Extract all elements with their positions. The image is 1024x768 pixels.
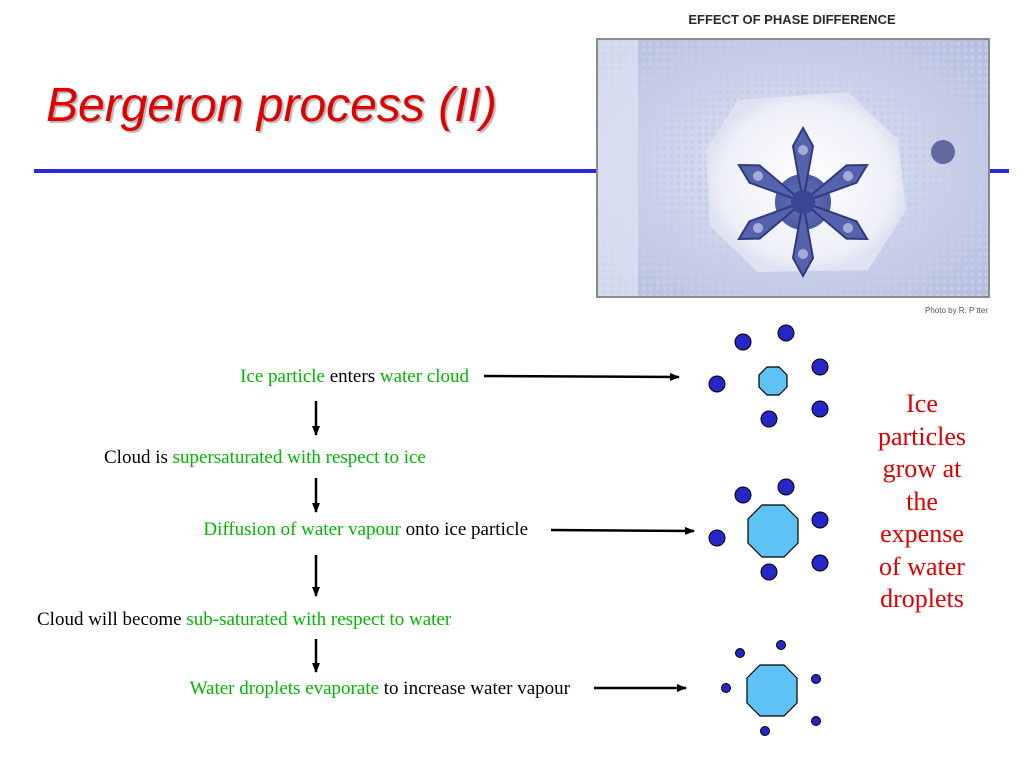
- water-droplet: [811, 674, 821, 684]
- stage-2-group: [708, 478, 829, 581]
- arrow-right-1: [483, 372, 680, 381]
- step-2-part-1: Cloud is: [104, 447, 173, 468]
- step-1-part-3: water cloud: [379, 366, 469, 387]
- step-5: Water droplets evaporate to increase wat…: [190, 678, 570, 700]
- water-droplet: [811, 554, 829, 572]
- water-droplet: [708, 529, 726, 547]
- ice-particle: [758, 366, 788, 396]
- ice-growth-note: Ice particles grow at the expense of wat…: [852, 388, 992, 616]
- step-4-part-1: Cloud will become: [37, 609, 187, 630]
- water-droplet: [776, 640, 786, 650]
- water-droplet: [811, 716, 821, 726]
- step-1-part-2: enters: [324, 366, 380, 387]
- step-4-part-2: sub-saturated with respect to water: [186, 609, 452, 630]
- water-droplet: [760, 563, 778, 581]
- water-droplet: [734, 486, 752, 504]
- water-droplet: [777, 324, 795, 342]
- note-line: expense: [880, 519, 964, 548]
- note-line: of water: [879, 551, 965, 581]
- photo-caption: EFFECT OF PHASE DIFFERENCE: [688, 12, 896, 27]
- step-4: Cloud will become sub-saturated with res…: [37, 609, 451, 631]
- slide-title: Bergeron process (II): [46, 79, 497, 132]
- step-3: Diffusion of water vapour onto ice parti…: [203, 519, 528, 541]
- water-droplet: [777, 478, 795, 496]
- stage-3-group: [721, 640, 821, 736]
- stage-1-group: [708, 324, 829, 428]
- note-line: particles: [877, 421, 967, 451]
- note-line: the: [906, 486, 938, 516]
- water-droplet: [708, 375, 726, 393]
- water-droplet: [760, 410, 778, 428]
- step-2-part-2: supersaturated with respect to ice: [172, 447, 426, 468]
- step-3-part-2: onto ice particle: [400, 519, 528, 540]
- step-3-part-1: Diffusion of water vapour: [203, 519, 401, 540]
- arrow-right-2: [550, 526, 695, 535]
- title-rule: [34, 169, 1009, 173]
- step-1-part-1: Ice particle: [240, 366, 325, 387]
- water-droplet: [721, 683, 731, 693]
- water-droplet: [760, 726, 770, 736]
- note-line: droplets: [880, 584, 964, 613]
- water-droplet: [811, 358, 829, 376]
- ice-particle: [747, 504, 799, 558]
- snowflake-photo: [596, 38, 990, 298]
- step-1: Ice particle enters water cloud: [240, 366, 469, 388]
- water-droplet: [734, 333, 752, 351]
- snowflake-image: [598, 40, 988, 296]
- water-droplet: [735, 648, 745, 658]
- water-droplet: [811, 400, 829, 418]
- step-5-part-2: to increase water vapour: [379, 678, 570, 699]
- ice-particle: [746, 664, 798, 717]
- step-5-part-1: Water droplets evaporate: [189, 678, 380, 699]
- water-droplet: [811, 511, 829, 529]
- photo-credit: Photo by R. P tter: [925, 306, 988, 315]
- note-line: Ice: [906, 389, 938, 418]
- note-line: grow at: [882, 454, 962, 483]
- step-2: Cloud is supersaturated with respect to …: [104, 447, 426, 469]
